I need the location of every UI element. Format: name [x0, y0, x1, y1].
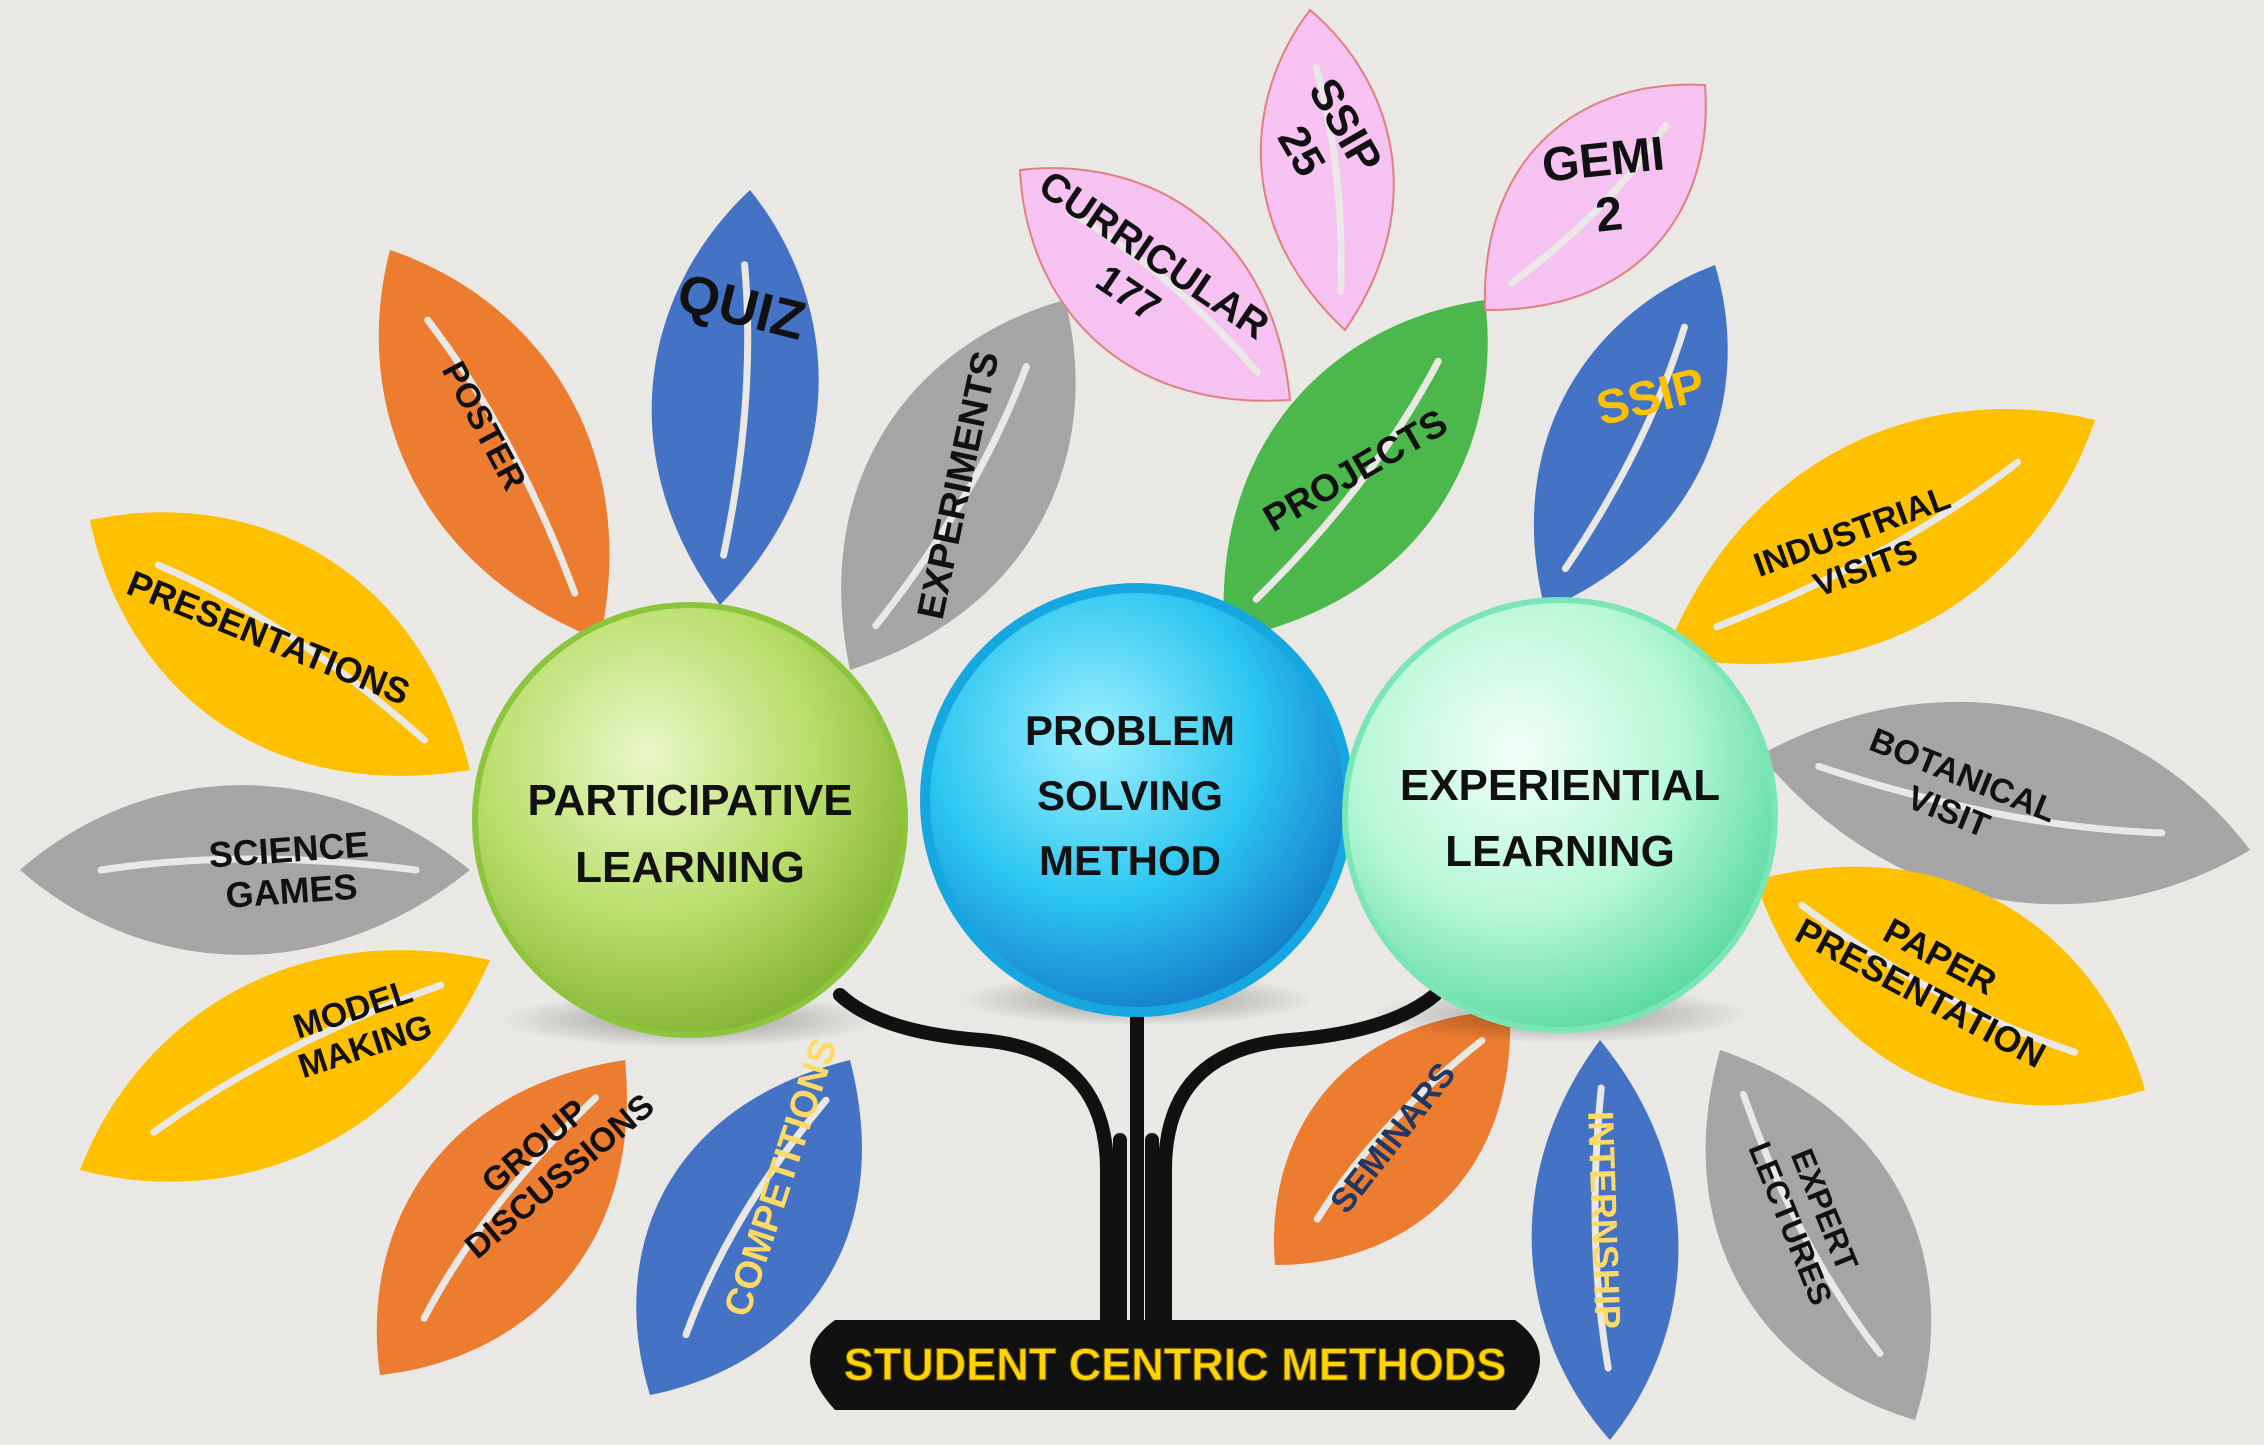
leaf-projects: PROJECTS: [1223, 300, 1488, 640]
leaf-vein-projects: [1252, 357, 1442, 603]
leaf-vein-ssip: [1561, 323, 1688, 573]
hub-participative-line-2: LEARNING: [575, 843, 805, 892]
title-plaque: STUDENT CENTRIC METHODS: [810, 1320, 1540, 1410]
leaf-vein-botanical-visit: [1815, 762, 2166, 837]
leaf-label-line: GAMES: [224, 866, 359, 916]
hub-participative-learning: PARTICIPATIVE LEARNING: [472, 602, 908, 1048]
leaf-presentations: PRESENTATIONS: [90, 512, 470, 776]
stem-left: [833, 988, 1114, 1337]
leaf-vein-model-making: [150, 981, 445, 1136]
leaf-shape-model-making: [80, 950, 490, 1182]
leaf-vein-gemi-2: [1507, 122, 1669, 287]
leaf-quiz: QUIZ: [651, 190, 819, 605]
leaf-vein-science-games: [97, 855, 420, 874]
leaf-vein-experiments: [872, 363, 1030, 630]
hub-problem-line-2: SOLVING: [1037, 772, 1223, 819]
leaf-shape-ssip-25: [1259, 8, 1395, 332]
leaf-industrial-visits: INDUSTRIALVISITS: [1665, 408, 2095, 665]
leaf-seminars: SEMINARS: [1273, 1010, 1511, 1266]
leaf-vein-industrial-visits: [1713, 458, 2022, 631]
hub-problem-line-3: METHOD: [1039, 837, 1221, 884]
leaf-vein-curricular: [1065, 207, 1262, 376]
leaf-shape-internship: [1531, 1040, 1679, 1440]
diagram-title: STUDENT CENTRIC METHODS: [844, 1339, 1507, 1390]
leaf-shape-gemi-2: [1483, 83, 1707, 312]
hub-experiential-line-1: EXPERIENTIAL: [1400, 761, 1720, 810]
leaf-vein-competitions: [682, 1096, 830, 1339]
leaf-experiments: EXPERIMENTS: [841, 300, 1076, 670]
leaf-group-discussions: GROUPDISCUSSIONS: [376, 1060, 662, 1375]
leaf-paper-presentation: PAPERPRESENTATION: [1755, 866, 2145, 1106]
hub-experiential-line-2: LEARNING: [1445, 827, 1675, 876]
leaf-vein-internship: [1591, 1084, 1612, 1372]
leaf-vein-poster: [424, 316, 579, 597]
leaf-label-line: 2: [1593, 187, 1625, 243]
leaf-shape-botanical-visit: [1760, 701, 2250, 905]
hubs-layer: PARTICIPATIVE LEARNING PROBLEM SOLVING M…: [472, 583, 1778, 1048]
leaf-ssip: SSIP: [1533, 265, 1728, 610]
leaf-vein-presentations: [154, 561, 428, 744]
leaf-shape-ssip: [1533, 265, 1728, 610]
leaf-label-line: INTERNSHIP: [1580, 1110, 1629, 1329]
leaf-label-science-games: SCIENCEGAMES: [207, 823, 372, 916]
leaf-botanical-visit: BOTANICALVISIT: [1760, 701, 2250, 905]
leaf-vein-paper-presentation: [1798, 901, 2079, 1056]
leaf-ssip-25: SSIP25: [1259, 8, 1395, 332]
leaf-model-making: MODELMAKING: [80, 950, 490, 1182]
leaf-poster: POSTER: [378, 250, 610, 640]
leaf-shape-quiz: [651, 190, 819, 605]
hub-problem-line-1: PROBLEM: [1025, 707, 1235, 754]
leaf-vein-group-discussions: [420, 1094, 600, 1322]
leaf-science-games: SCIENCEGAMES: [20, 785, 470, 955]
leaf-internship: INTERNSHIP: [1531, 1040, 1679, 1440]
hub-problem-solving-method: PROBLEM SOLVING METHOD: [920, 583, 1354, 1026]
leaf-expert-lectures: EXPERTLECTURES: [1705, 1050, 1932, 1420]
leaf-label-internship: INTERNSHIP: [1580, 1110, 1629, 1329]
hub-participative-line-1: PARTICIPATIVE: [527, 776, 852, 825]
leaf-vein-quiz: [720, 261, 752, 559]
leaf-gemi-2: GEMI2: [1483, 83, 1707, 312]
leaf-shape-science-games: [20, 785, 470, 955]
leaf-label-gemi-2: GEMI2: [1539, 127, 1672, 247]
leaf-vein-expert-lectures: [1739, 1090, 1884, 1357]
leaf-vein-ssip-25: [1312, 64, 1345, 296]
leaf-label-line: GEMI: [1539, 127, 1667, 193]
hub-experiential-learning: EXPERIENTIAL LEARNING: [1342, 597, 1778, 1043]
leaf-vein-seminars: [1313, 1037, 1486, 1223]
